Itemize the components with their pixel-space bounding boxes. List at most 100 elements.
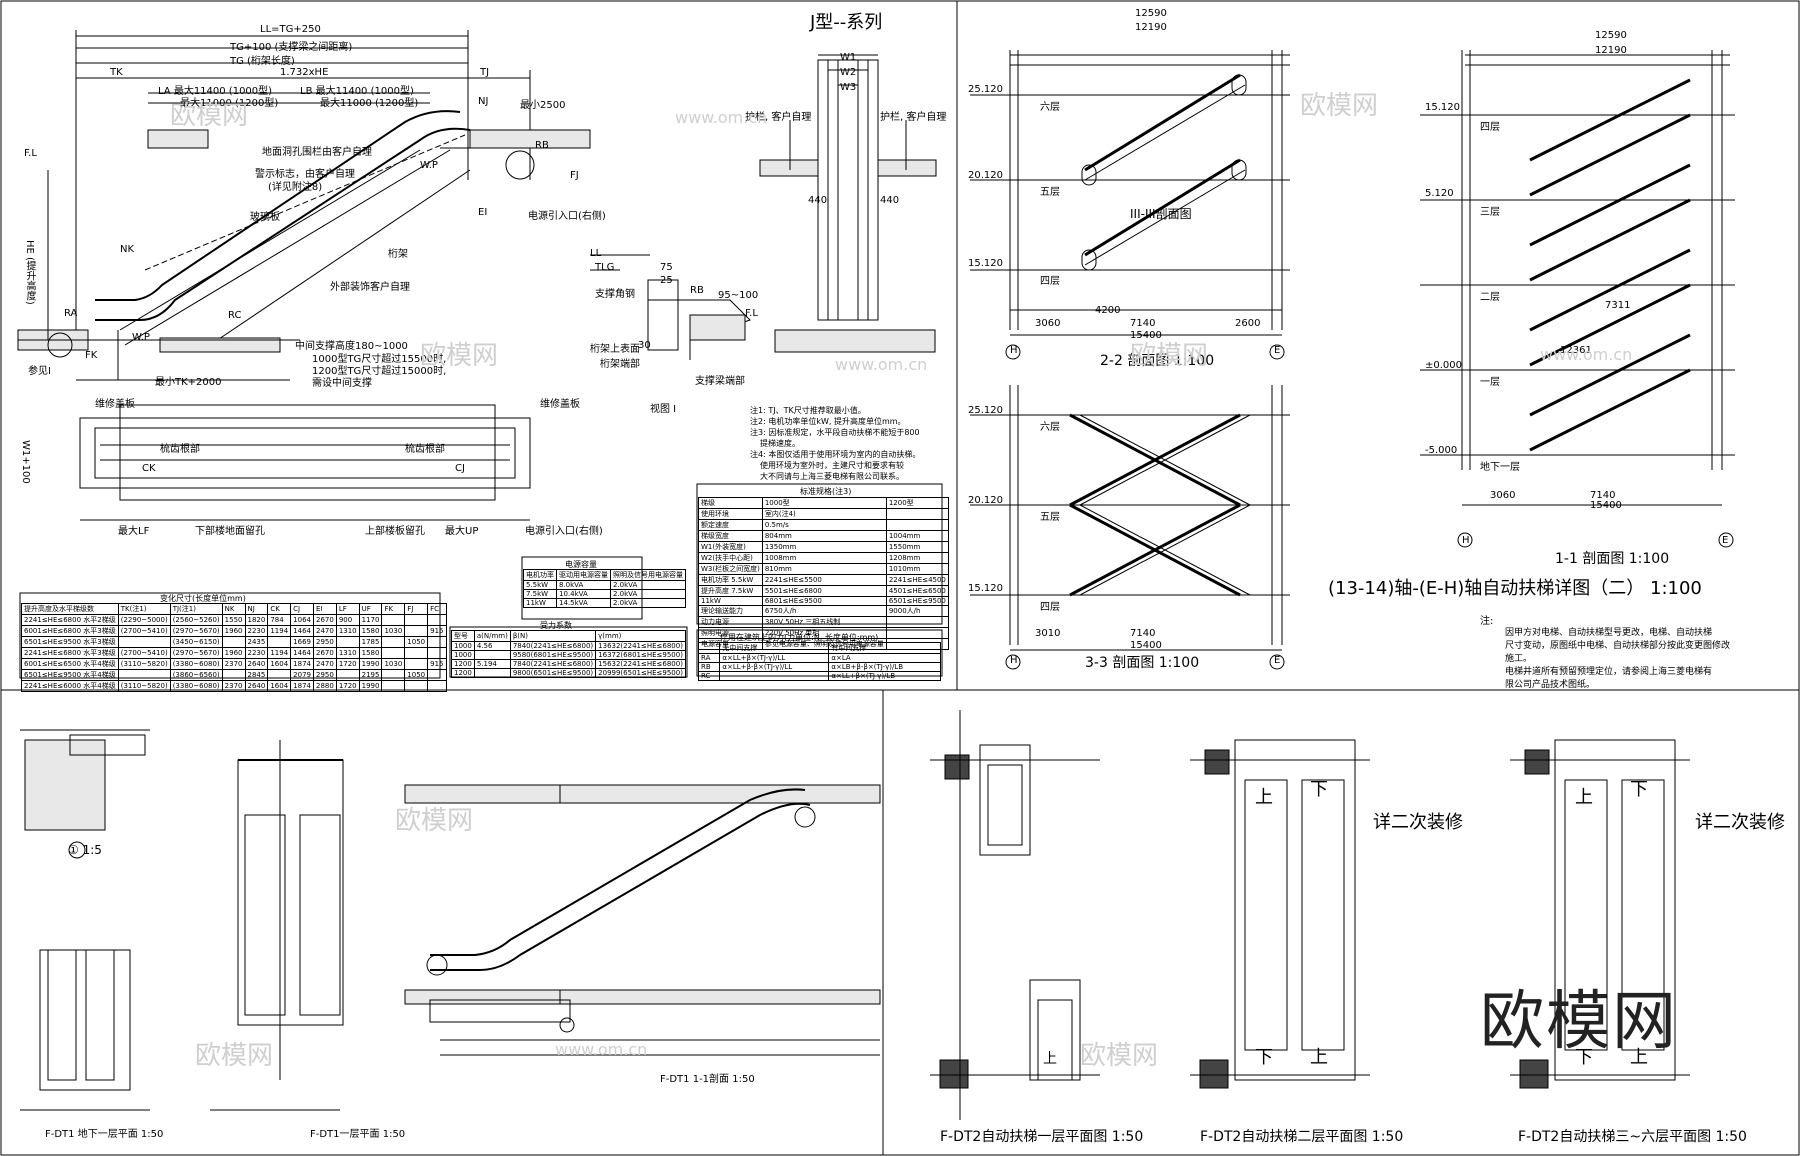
table-cell xyxy=(381,669,406,681)
up-label-3a: 上 xyxy=(1575,787,1593,808)
table-cell: (3380~6080) xyxy=(169,658,223,670)
table-cell: 2845 xyxy=(244,669,269,681)
table-cell: 1580 xyxy=(358,647,383,659)
table-row: 6001≤HE≤6800 水平3梯级(2700~5410)(2970~5670)… xyxy=(21,625,447,637)
label-truss-end: 桁架端部 xyxy=(600,359,640,370)
table-cell xyxy=(381,614,406,626)
down-label-2a: 下 xyxy=(1310,779,1328,800)
table-cell: α×LB+β-β×(TJ-γ)/LB xyxy=(828,662,941,672)
table-cell: W1(外装宽度) xyxy=(698,541,763,553)
dim-15400-b: 15400 xyxy=(1130,640,1162,651)
table-cell: 2.0kVA xyxy=(610,580,686,590)
label-ck: CK xyxy=(142,463,156,474)
axis-e-b: E xyxy=(1274,655,1281,666)
spec-note-2: 注2: 电机功率单位kW, 提升高度单位mm。 xyxy=(750,417,906,426)
table-cell: 2470 xyxy=(312,625,337,637)
table-cell: (2700~5410) xyxy=(117,647,171,659)
label-power-in: 电源引入口(右侧) xyxy=(528,211,606,222)
table-cell: 1720 xyxy=(335,658,360,670)
table-cell: 1030 xyxy=(381,658,406,670)
table-cell: 6001≤HE≤6800 水平3梯级 xyxy=(21,625,119,637)
dim-ll: LL=TG+250 xyxy=(260,24,321,35)
table-header-cell: TK(注1) xyxy=(117,603,171,615)
table-cell: 额定速度 xyxy=(698,519,763,531)
table-cell: 2.0kVA xyxy=(610,598,686,608)
table-row: 6001≤HE≤6500 水平4梯级(3110~5820)(3380~6080)… xyxy=(21,658,447,670)
label-maint-l: 维修盖板 xyxy=(95,399,135,410)
table-header-cell: CK xyxy=(267,603,292,615)
spec-note-7: 大不同请与上海三菱电梯有限公司联系。 xyxy=(760,472,904,481)
table-cell xyxy=(335,669,360,681)
table-cell: 1550 xyxy=(221,614,246,626)
table-header-cell: TJ(注1) xyxy=(169,603,223,615)
table-cell xyxy=(381,647,406,659)
level-25120-b: 25.120 xyxy=(968,405,1003,416)
label-rc: RC xyxy=(228,310,242,321)
label-ll2: LL xyxy=(590,248,602,259)
table-cell: 2230 xyxy=(244,647,269,659)
table-cell: (3380~6080) xyxy=(169,680,223,692)
power-table-title: 电源容量 xyxy=(565,560,597,569)
axis-e-c: E xyxy=(1722,535,1729,546)
label-v25: 25 xyxy=(660,275,673,286)
table-header-cell: EI xyxy=(312,603,337,615)
label-tlg: TLG xyxy=(595,262,615,273)
table-cell xyxy=(381,680,406,692)
axis-h-a: H xyxy=(1010,345,1018,356)
table-header-cell: 照明及信号用电源容量 xyxy=(610,569,686,581)
level-20120-b: 20.120 xyxy=(968,495,1003,506)
dt1-floor1-plan xyxy=(210,740,344,1111)
table-cell: 2195 xyxy=(358,669,383,681)
label-mid-support: 中间支撑高度180~1000 xyxy=(295,341,408,352)
table-cell: 6501≤HE≤9500 水平3梯级 xyxy=(21,636,119,648)
table-header-cell: β(N) xyxy=(509,630,597,642)
label-fl: F.L xyxy=(24,148,37,159)
section-22-title: 2-2 剖面图 1:100 xyxy=(1100,353,1215,369)
note-4: 电梯井道所有预留预埋定位，请参阅上海三菱电梯有 xyxy=(1505,667,1713,677)
table-cell: 1550mm xyxy=(885,541,949,553)
table-header-cell: FJ xyxy=(404,603,429,615)
force-table-title: 作用在建筑上的力(力单位:N, 长度单位:mm) xyxy=(720,633,879,642)
section-iii-label: III-III剖面图 xyxy=(1130,207,1192,221)
table-cell: 8.0kVA xyxy=(556,580,611,590)
table-cell: 2470 xyxy=(312,658,337,670)
label-guard-r: 护栏, 客户自理 xyxy=(880,112,947,123)
table-cell: 2241≤HE≤6800 水平2梯级 xyxy=(21,614,119,626)
watermark-url-2: www.om.cn xyxy=(835,355,928,374)
table-cell: 2640 xyxy=(244,658,269,670)
j-series-width-detail xyxy=(759,54,937,353)
level-0-c: ±0.000 xyxy=(1425,360,1463,371)
table-cell: 11kW xyxy=(523,598,557,608)
watermark-url-4: www.om.cn xyxy=(1540,345,1633,364)
dim-7140-a: 7140 xyxy=(1130,318,1156,329)
table-cell: 2950 xyxy=(312,636,337,648)
table-header-cell: γ(mm) xyxy=(595,630,686,642)
dim-tk: TK xyxy=(110,67,123,78)
section-3-3 xyxy=(970,385,1290,670)
label-ra: RA xyxy=(64,308,78,319)
table-cell: 2950 xyxy=(312,669,337,681)
watermark-url-1: www.om.cn xyxy=(675,108,768,127)
table-cell: (3450~6150) xyxy=(169,636,223,648)
table-cell: 1050 xyxy=(404,669,429,681)
spec-note-4: 提梯速度。 xyxy=(760,439,800,448)
table-cell: 6001≤HE≤6500 水平4梯级 xyxy=(21,658,119,670)
table-cell: α×LL+β×(TJ-γ)/LB xyxy=(828,671,941,681)
label-support-angle: 支撑角钢 xyxy=(595,289,635,300)
dt1-floor1-title: F-DT1一层平面 1:50 xyxy=(310,1129,406,1140)
table-cell: 2640 xyxy=(244,680,269,692)
table-header-cell: CJ xyxy=(290,603,314,615)
label-support-end: 支撑梁端部 xyxy=(695,376,745,387)
table-cell xyxy=(404,658,429,670)
dim-la2: 最大11000 (1200型) xyxy=(180,98,279,109)
